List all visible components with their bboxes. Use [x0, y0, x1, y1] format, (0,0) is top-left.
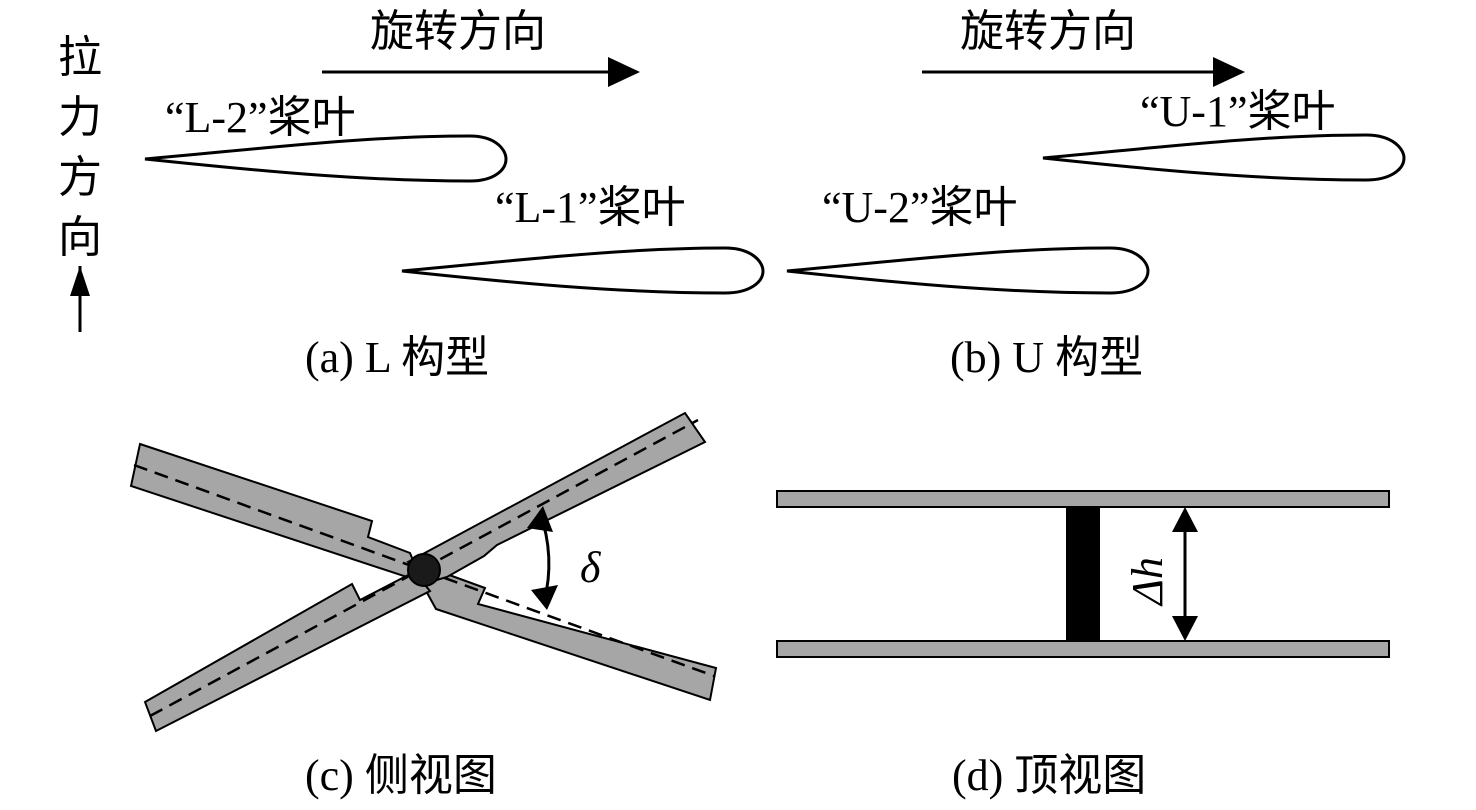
thrust-direction: 拉 力 方 向 [58, 33, 102, 332]
airfoil-l1 [401, 246, 765, 295]
gap-arrow-down-icon [1172, 616, 1198, 641]
panel-c-caption: (c) 侧视图 [305, 751, 497, 800]
angle-symbol: δ [580, 543, 602, 592]
thrust-char-1: 拉 [58, 33, 102, 82]
panel-b-blade-top-label: “U-1”桨叶 [1140, 87, 1336, 136]
thrust-char-4: 向 [58, 213, 102, 262]
rotor-hub [407, 553, 441, 587]
panel-a-blade-bottom-label: “L-1”桨叶 [495, 183, 686, 232]
blade-right-lower [418, 566, 718, 702]
panel-a-caption: (a) L 构型 [305, 333, 489, 382]
rotor-shaft [1066, 507, 1100, 641]
airfoil-u1 [1042, 133, 1406, 182]
panel-b-caption: (b) U 构型 [950, 333, 1143, 382]
blade-top-view-lower [776, 640, 1390, 658]
panel-d-caption: (d) 顶视图 [952, 751, 1146, 800]
panel-b: 旋转方向 “U-1”桨叶 “U-2”桨叶 (b) U 构型 [786, 7, 1406, 382]
angle-arrow-bottom-icon [531, 585, 558, 610]
panel-a: 旋转方向 “L-2”桨叶 “L-1”桨叶 (a) L 构型 [144, 7, 765, 382]
angle-arrow-top-icon [527, 506, 553, 532]
panel-a-rotation-arrow-head-icon [608, 57, 640, 87]
blade-left-lower [143, 570, 432, 733]
blade-top-view-upper [776, 490, 1390, 508]
panel-a-blade-top-label: “L-2”桨叶 [165, 93, 356, 142]
blade-right-upper [406, 411, 707, 584]
thrust-char-2: 力 [58, 93, 102, 142]
airfoil-l2 [144, 134, 508, 183]
panel-b-blade-bottom-label: “U-2”桨叶 [822, 183, 1018, 232]
airfoil-u2 [786, 246, 1150, 295]
panel-b-rotation-label: 旋转方向 [960, 7, 1136, 56]
panel-a-rotation-label: 旋转方向 [370, 7, 546, 56]
panel-d: Δh (d) 顶视图 [776, 490, 1390, 800]
panel-c: δ (c) 侧视图 [129, 411, 718, 800]
gap-symbol: Δh [1123, 557, 1172, 607]
thrust-char-3: 方 [58, 153, 102, 202]
gap-arrow-up-icon [1172, 507, 1198, 532]
blade-left-upper [129, 442, 424, 584]
thrust-arrow-head-icon [70, 266, 90, 296]
panel-b-rotation-arrow-head-icon [1213, 57, 1245, 87]
